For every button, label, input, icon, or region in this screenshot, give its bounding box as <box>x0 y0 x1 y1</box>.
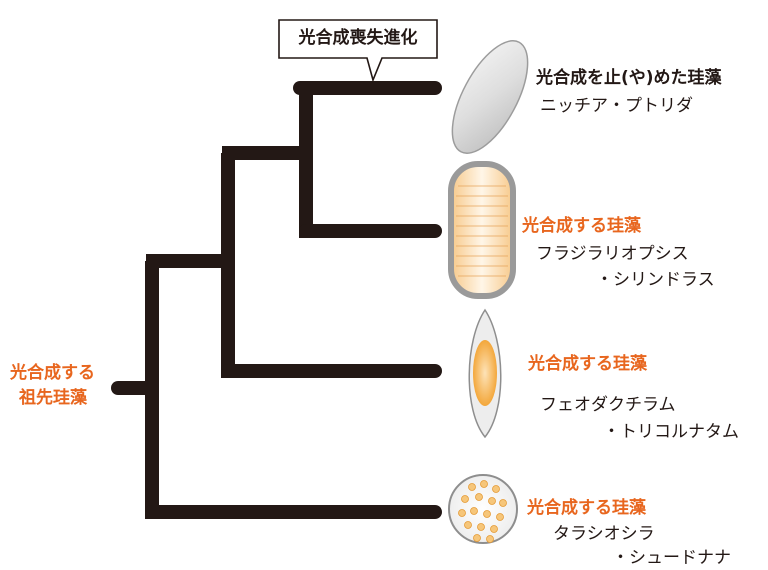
thalassiosira-cell-icon <box>448 474 518 544</box>
taxon-2-status: 光合成する珪藻 <box>522 216 641 236</box>
root-label-line1: 光合成する <box>10 363 95 383</box>
taxon-4-name-line1: タラシオシラ <box>553 524 655 544</box>
root-label-line2: 祖先珪藻 <box>19 388 87 408</box>
taxon-3-name-line2: ・トリコルナタム <box>603 422 739 442</box>
taxon-1-name: ニッチア・プトリダ <box>540 96 693 116</box>
taxon-4-name-line2: ・シュードナナ <box>612 548 731 568</box>
taxon-2-name-line2: ・シリンドラス <box>596 270 715 290</box>
root-node-branch <box>145 261 435 519</box>
fragilariopsis-cell-icon <box>448 161 516 299</box>
taxon-3-status: 光合成する珪藻 <box>528 354 647 374</box>
taxon-1-status: 光合成を止(や)めた珪藻 <box>536 68 722 88</box>
tree-branches <box>111 81 442 519</box>
taxon-2-name-line1: フラジラリオプシス <box>536 244 689 264</box>
loss-event-label: 光合成喪失進化 <box>298 28 418 48</box>
taxon-3-name-line1: フェオダクチラム <box>540 395 676 415</box>
inner-node-4-branch <box>299 88 435 238</box>
phaeodactylum-cell-icon <box>468 308 502 439</box>
inner-node-2-branch <box>221 153 435 378</box>
loss-event-label-box: 光合成喪失進化 <box>278 19 438 59</box>
loss-event-callout <box>278 19 438 83</box>
taxon-4-status: 光合成する珪藻 <box>527 498 646 518</box>
nitzschia-cell-icon <box>451 40 529 154</box>
